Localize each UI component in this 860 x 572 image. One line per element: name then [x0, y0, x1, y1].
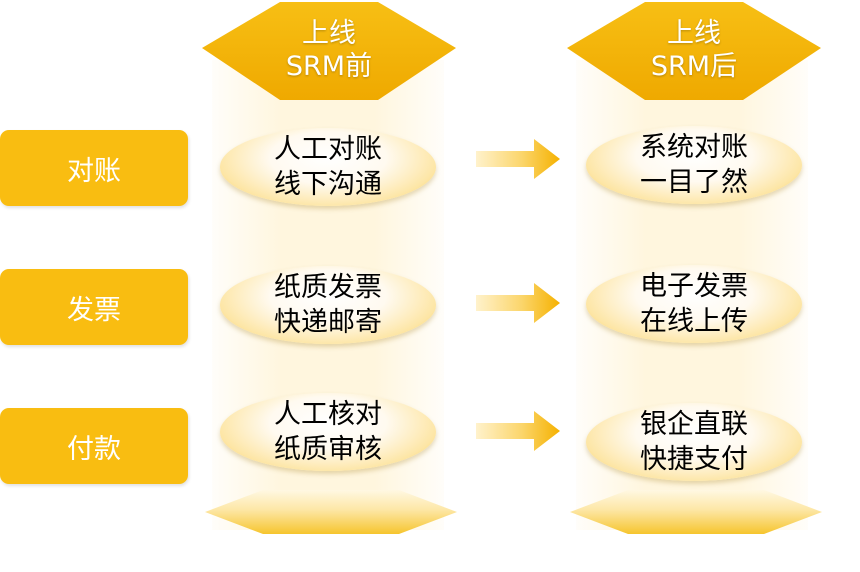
before-pill-payment: 人工核对 纸质审核 — [220, 393, 436, 471]
before-footer-shape — [205, 490, 457, 534]
before-header-label: 上线 SRM前 — [200, 17, 458, 83]
after-header-line2: SRM后 — [650, 51, 738, 82]
pill-line: 系统对账 — [640, 132, 748, 163]
before-pill-invoice: 纸质发票 快递邮寄 — [220, 266, 436, 344]
pill-line: 银企直联 — [640, 409, 748, 440]
pill-line: 一目了然 — [640, 167, 748, 198]
before-header-line2: SRM前 — [285, 51, 373, 82]
pill-line: 人工对账 — [274, 134, 382, 165]
after-footer-shape — [570, 490, 822, 534]
after-header-shape — [567, 2, 821, 100]
after-header-label: 上线 SRM后 — [565, 17, 823, 83]
after-header-line1: 上线 — [667, 18, 721, 49]
row-label-invoice: 发票 — [0, 269, 188, 345]
pill-line: 人工核对 — [274, 399, 382, 430]
right-arrow-icon — [476, 411, 560, 451]
before-header-shape — [202, 2, 456, 100]
pill-line: 纸质审核 — [274, 434, 382, 465]
row-label-payment: 付款 — [0, 408, 188, 484]
pill-line: 线下沟通 — [274, 169, 382, 200]
pill-line: 在线上传 — [640, 306, 748, 337]
pill-line: 快递邮寄 — [274, 307, 382, 338]
after-pill-reconciliation: 系统对账 一目了然 — [586, 126, 802, 204]
before-header-line1: 上线 — [302, 18, 356, 49]
after-pill-payment: 银企直联 快捷支付 — [586, 403, 802, 481]
right-arrow-icon — [476, 139, 560, 179]
pill-line: 电子发票 — [640, 271, 748, 302]
pill-line: 纸质发票 — [274, 272, 382, 303]
right-arrow-icon — [476, 283, 560, 323]
pill-line: 快捷支付 — [640, 444, 748, 475]
row-label-reconciliation: 对账 — [0, 130, 188, 206]
before-pill-reconciliation: 人工对账 线下沟通 — [220, 128, 436, 206]
after-pill-invoice: 电子发票 在线上传 — [586, 265, 802, 343]
